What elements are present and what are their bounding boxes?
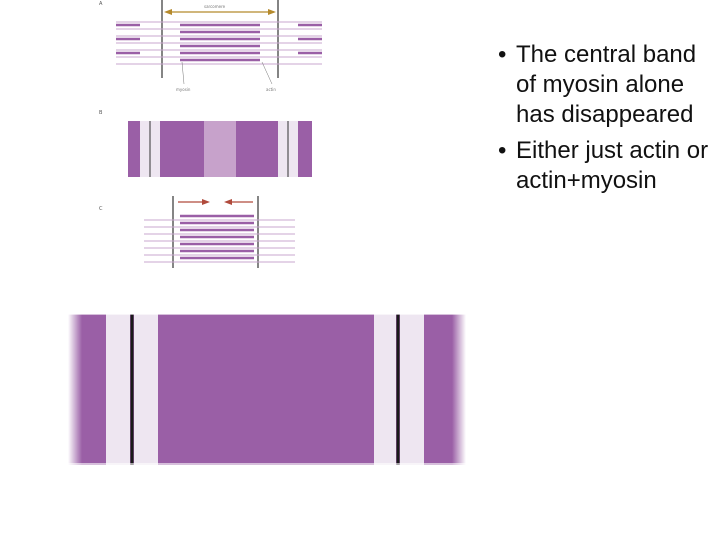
arrow-head-left bbox=[164, 9, 172, 15]
fade-left bbox=[68, 312, 82, 466]
bullet-item: • Either just actin or actin+myosin bbox=[492, 136, 712, 196]
panel-a-top-label: sarcomere bbox=[204, 4, 226, 9]
actin-filaments bbox=[116, 21, 322, 65]
actin-pointer bbox=[261, 61, 273, 85]
fade-right bbox=[452, 312, 466, 466]
panel-b-band-diagram bbox=[128, 121, 312, 177]
panel-c-contracted-diagram bbox=[144, 196, 295, 268]
h-zone bbox=[204, 121, 236, 177]
bullet-text: Either just actin or actin+myosin bbox=[516, 137, 709, 194]
myosin-filaments bbox=[180, 214, 254, 260]
myosin-pointer bbox=[181, 61, 185, 85]
fade-bottom bbox=[68, 463, 466, 466]
bullet-item: • The central band of myosin alone has d… bbox=[492, 40, 712, 130]
myosin-filaments bbox=[116, 23, 322, 62]
large-band-diagram bbox=[68, 312, 466, 466]
panel-c-letter: C bbox=[99, 206, 103, 212]
actin-filaments bbox=[144, 219, 295, 263]
arrow-head-right bbox=[268, 9, 276, 15]
bullet-dot: • bbox=[498, 41, 507, 68]
panel-a-diagram bbox=[116, 0, 322, 85]
actin-label: actin bbox=[266, 87, 276, 92]
panel-a-letter: A bbox=[99, 1, 103, 7]
panel-b-letter: B bbox=[99, 110, 103, 116]
bullet-list: • The central band of myosin alone has d… bbox=[492, 40, 712, 202]
bullet-text: The central band of myosin alone has dis… bbox=[516, 41, 697, 128]
fade-top bbox=[68, 312, 466, 315]
bullet-dot: • bbox=[498, 137, 507, 164]
myosin-label: myosin bbox=[176, 87, 191, 92]
